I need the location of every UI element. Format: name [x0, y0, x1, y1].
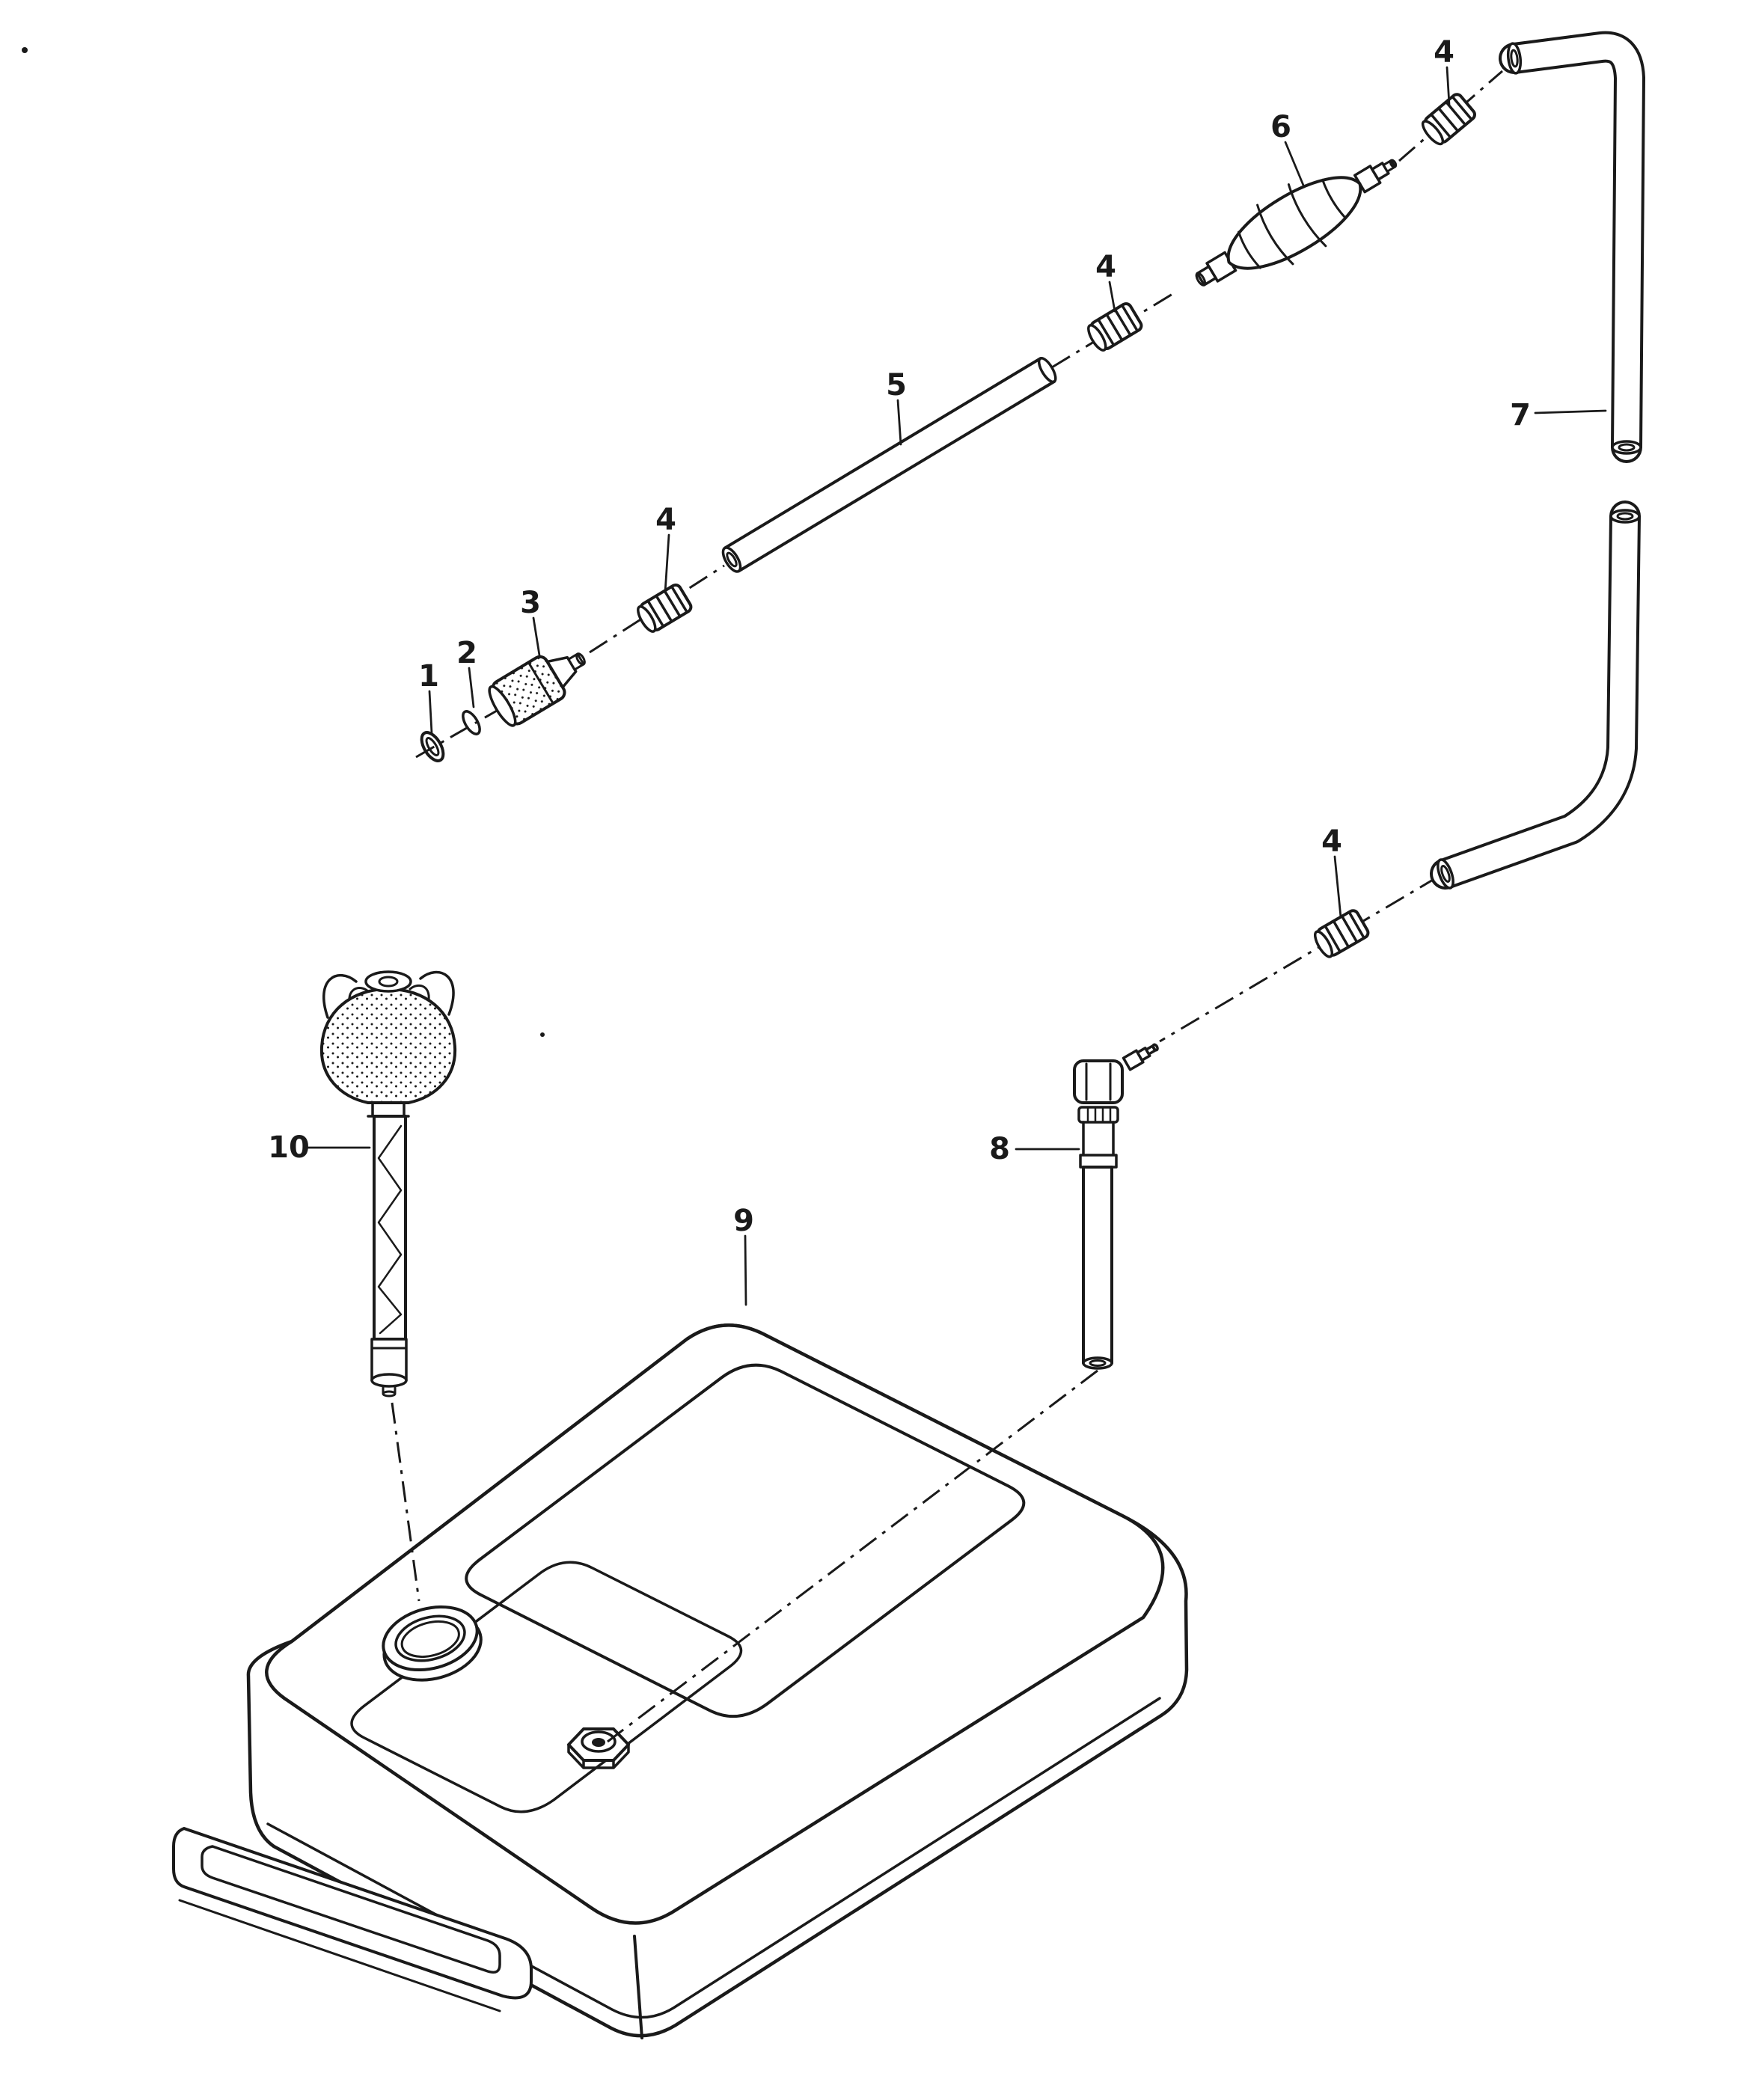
elbow-hose-tube — [1082, 1166, 1113, 1365]
tank-top-panel — [465, 1363, 1026, 1718]
cap-prong-right — [419, 970, 455, 1016]
tank-filler-neck — [382, 1605, 483, 1682]
gauge-cap — [319, 970, 457, 1104]
gauge-float — [370, 1338, 408, 1398]
hose-clamp — [1079, 1154, 1118, 1169]
gauge-neck — [367, 1101, 410, 1118]
fuel-line — [721, 357, 1057, 573]
callout-label-6: 6 — [1270, 110, 1291, 144]
primer-bulb — [1195, 159, 1398, 287]
elbow-body — [1073, 1059, 1124, 1104]
callout-label-7: 7 — [1510, 398, 1531, 432]
hose-upper-outline — [1499, 31, 1645, 463]
tank-front-edge — [633, 1935, 643, 2039]
hose-clamp — [1077, 1106, 1119, 1124]
cap-dome — [319, 988, 457, 1104]
hose-connector-fitting — [632, 581, 695, 637]
callout-label-4a: 4 — [1434, 35, 1454, 70]
fuel-hose — [1430, 31, 1645, 890]
elbow-nipple — [1122, 1043, 1159, 1071]
retaining-clip — [420, 731, 445, 762]
callout-label-4d: 4 — [1321, 824, 1342, 859]
callout-label-5: 5 — [886, 368, 907, 402]
elbow-connector-hose — [1073, 1043, 1159, 1370]
elbow-hose-opening — [1082, 1356, 1113, 1370]
hose-end-opening — [1506, 42, 1523, 75]
callout-label-2: 2 — [456, 636, 477, 670]
hose-break-end — [1611, 440, 1642, 455]
scan-speck — [540, 1032, 545, 1037]
fuel-gauge-assembly — [319, 970, 457, 1398]
tube-walls — [723, 357, 1056, 573]
hose-end-opening — [1437, 858, 1454, 890]
cap-spinner-hub — [378, 976, 399, 988]
tank-connector — [488, 652, 586, 727]
callout-label-4b: 4 — [1095, 250, 1116, 284]
tank-bottom-rim — [266, 1697, 1161, 2019]
tank-handle — [172, 1827, 533, 2012]
callout-label-4c: 4 — [655, 503, 676, 537]
cap-prong-left — [322, 974, 358, 1019]
fuel-tank — [172, 1323, 1189, 2039]
bulb-seams — [1238, 178, 1347, 269]
callout-label-3: 3 — [520, 586, 541, 620]
tank-top-face — [265, 1323, 1165, 1925]
cap-spinner — [364, 970, 412, 993]
gauge-tube — [373, 1115, 407, 1341]
callout-label-10: 10 — [268, 1130, 310, 1165]
callout-label-8: 8 — [989, 1132, 1010, 1166]
scan-speck — [22, 47, 28, 53]
callout-label-9: 9 — [733, 1204, 754, 1238]
gauge-float-spiral — [377, 1124, 403, 1335]
bulb-body — [1226, 176, 1362, 270]
callout-label-1: 1 — [418, 659, 439, 694]
seal-ring — [462, 710, 481, 735]
tank-fitting-plate — [350, 1561, 743, 1813]
leader-lines — [305, 66, 1607, 1306]
hose-break-end — [1609, 509, 1641, 524]
